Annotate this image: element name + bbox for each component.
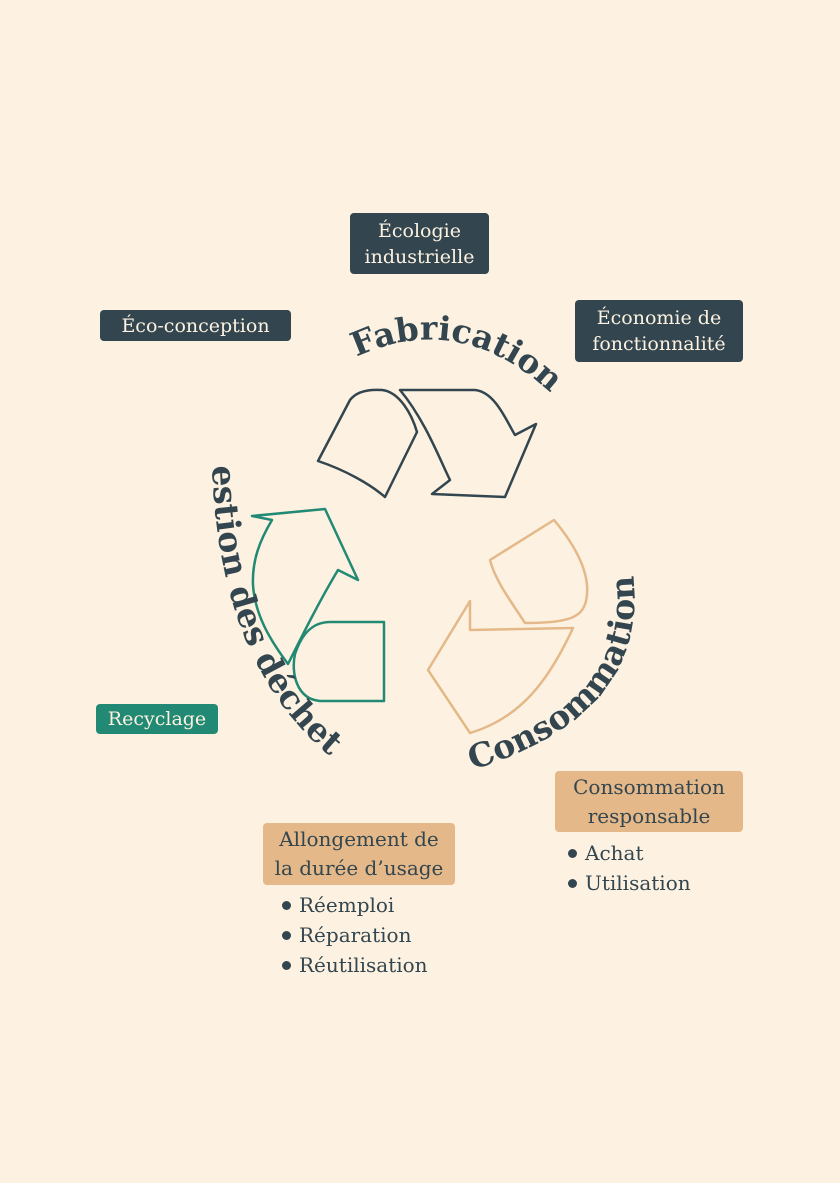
allongement-line-2: la durée d’usage	[274, 856, 444, 880]
consommation-line-1: Consommation	[573, 774, 725, 799]
economie-line-1: Économie de	[596, 307, 722, 329]
recyclage-tag: Recyclage	[96, 704, 218, 734]
list-item: Utilisation	[568, 868, 691, 898]
list-item: Réemploi	[282, 890, 428, 920]
ecologie-line-2: industrielle	[364, 245, 475, 268]
waste-arrow-icon	[250, 507, 386, 703]
consumption-label: Consommation	[463, 575, 643, 778]
ecologie-industrielle-tag: Écologie industrielle	[350, 213, 489, 274]
allongement-line-1: Allongement de	[279, 827, 439, 851]
fabrication-arrow-icon	[316, 388, 538, 499]
list-item: Achat	[568, 838, 691, 868]
consumption-arrow-icon	[426, 518, 589, 735]
eco-conception-tag: Éco-conception	[100, 310, 291, 341]
fabrication-label: Fabrication	[345, 308, 571, 398]
list-item: Réutilisation	[282, 950, 428, 980]
eco-conception-text: Éco-conception	[121, 314, 270, 337]
consommation-line-2: responsable	[587, 803, 711, 828]
ecologie-line-1: Écologie	[378, 219, 461, 242]
consommation-list: Achat Utilisation	[568, 838, 691, 898]
recyclage-text: Recyclage	[107, 708, 207, 730]
economie-fonctionnalite-tag: Économie de fonctionnalité	[575, 300, 743, 362]
list-item: Réparation	[282, 920, 428, 950]
economie-line-2: fonctionnalité	[592, 333, 726, 355]
allongement-duree-usage-tag: Allongement de la durée d’usage	[263, 823, 455, 885]
allongement-list: Réemploi Réparation Réutilisation	[282, 890, 428, 980]
consommation-responsable-tag: Consommation responsable	[555, 771, 743, 832]
